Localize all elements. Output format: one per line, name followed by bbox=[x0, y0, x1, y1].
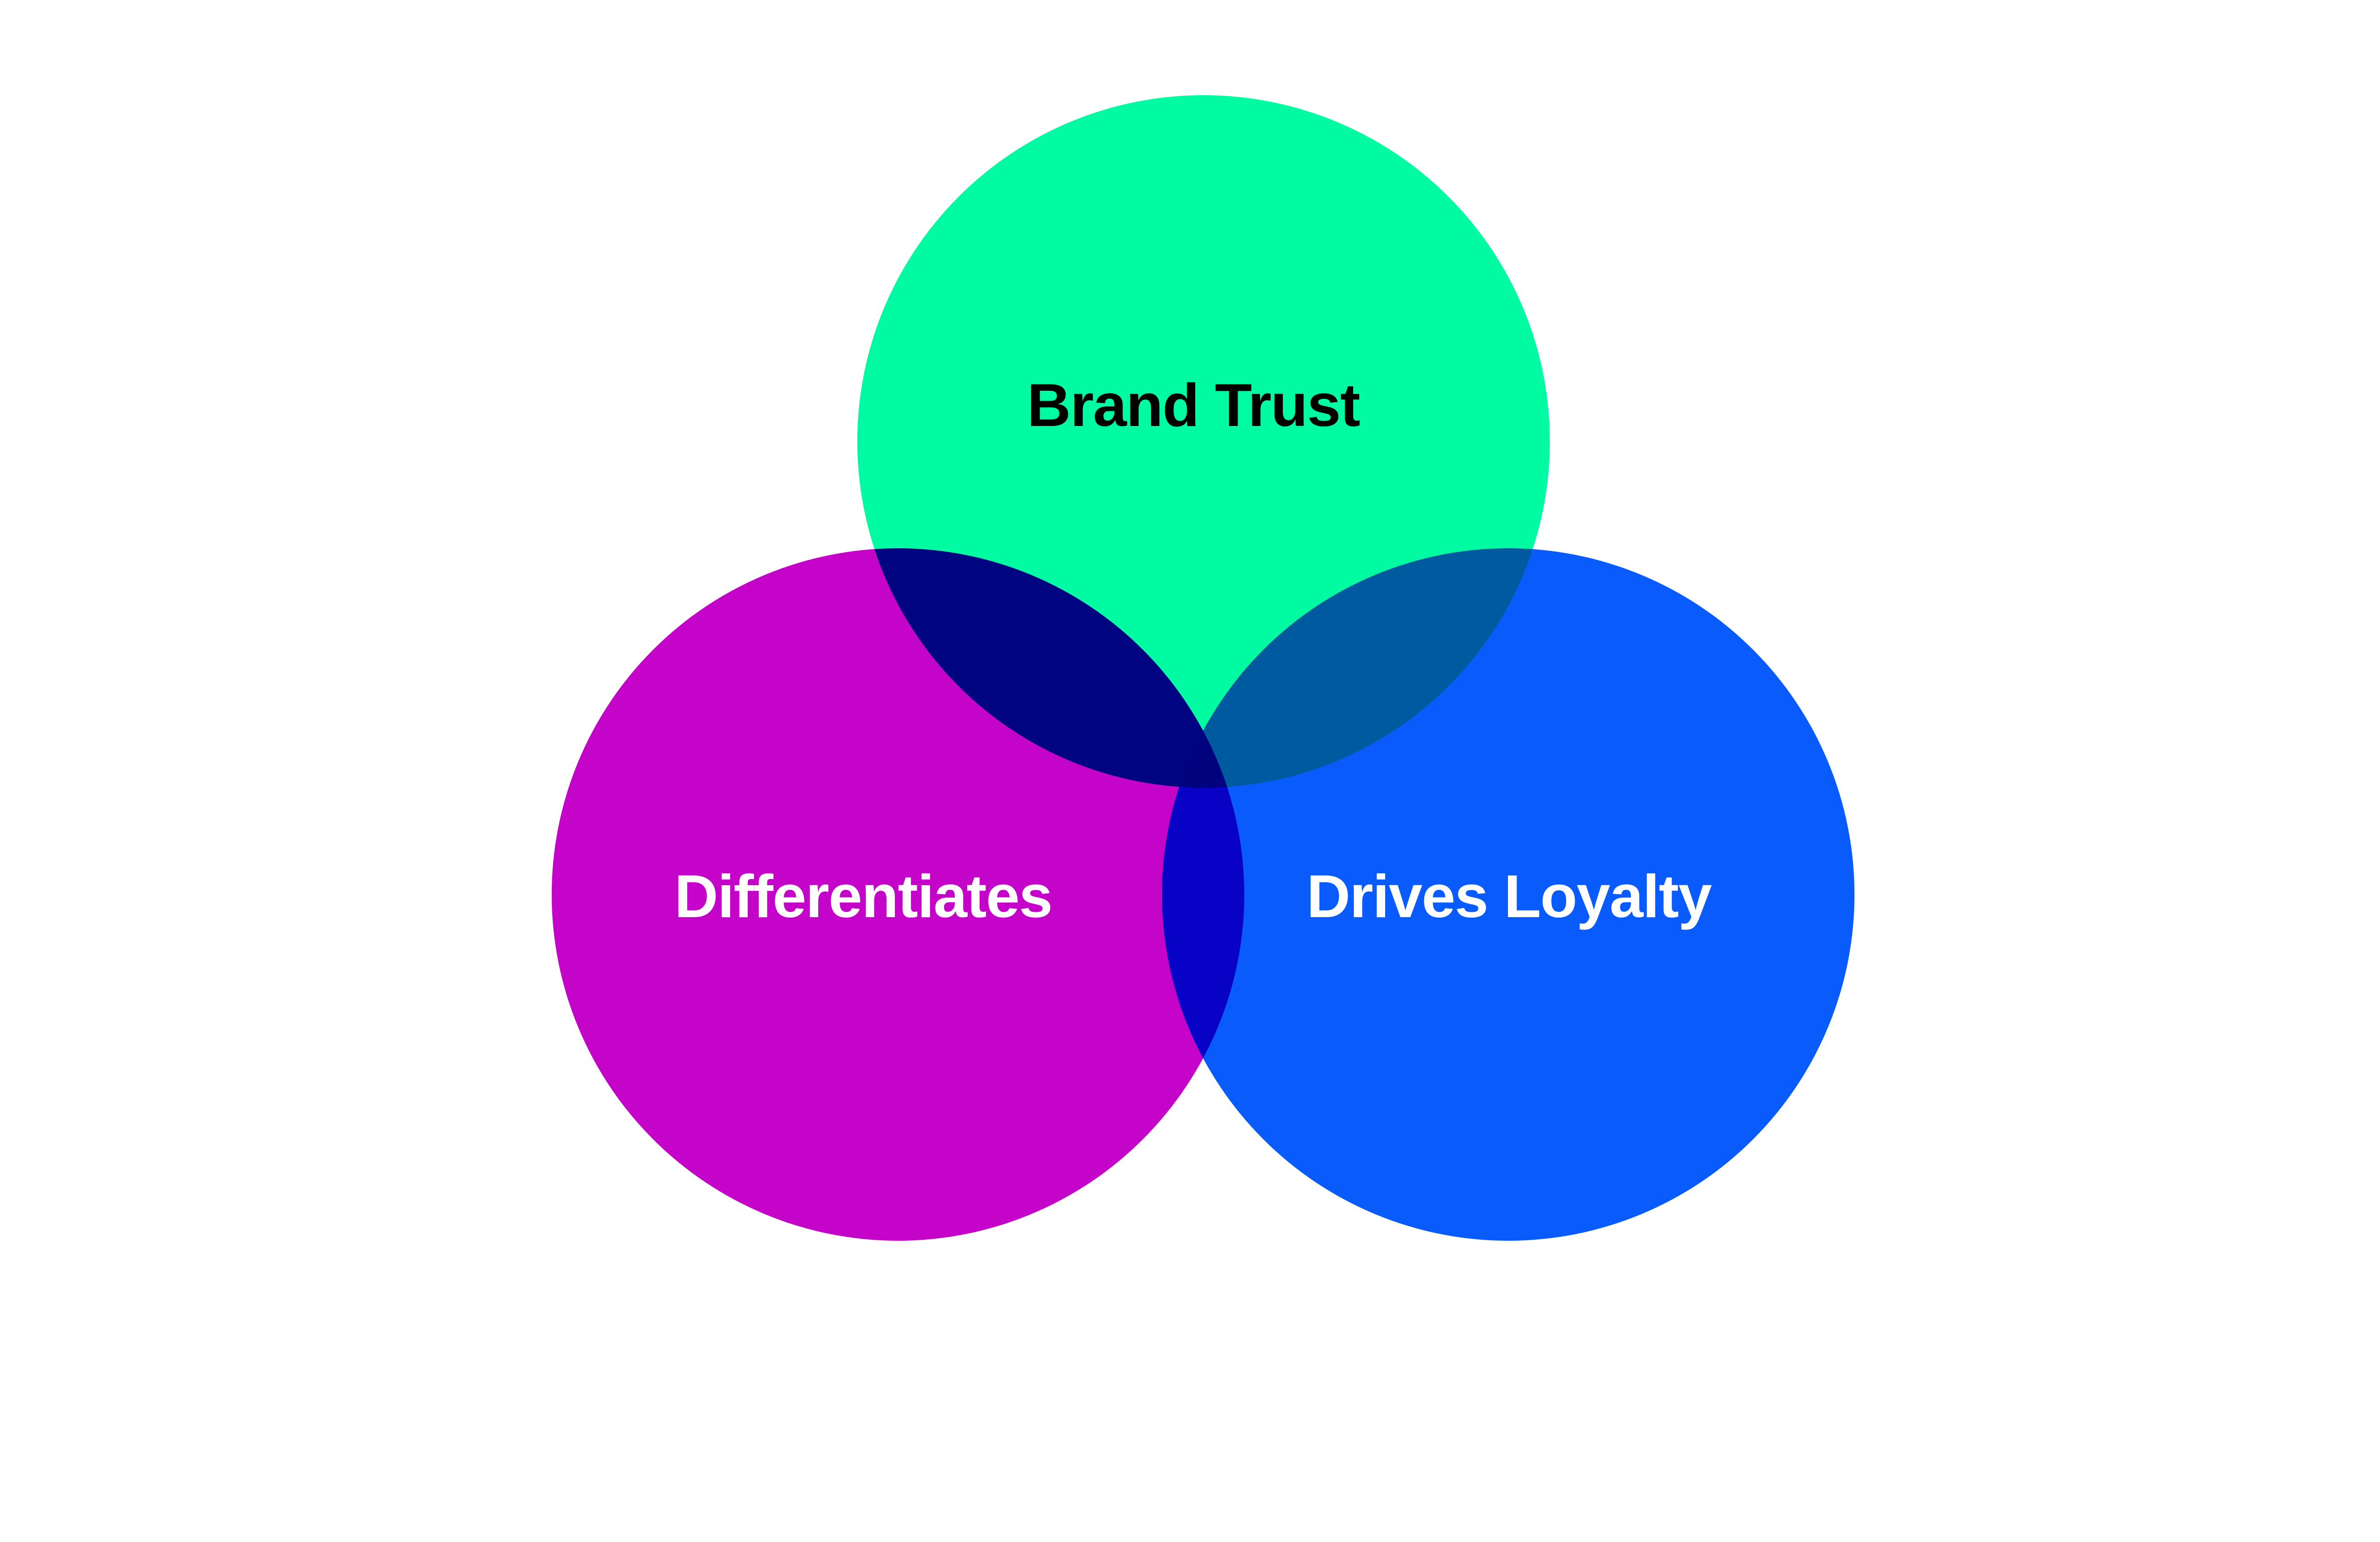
circle-drives-loyalty bbox=[1162, 548, 1854, 1241]
label-brand-trust: Brand Trust bbox=[1027, 372, 1360, 440]
venn-diagram: Brand Trust Differentiates Drives Loyalt… bbox=[552, 95, 1854, 1241]
circle-differentiates bbox=[552, 548, 1244, 1241]
label-drives-loyalty: Drives Loyalty bbox=[1306, 863, 1712, 931]
label-differentiates: Differentiates bbox=[674, 863, 1053, 931]
